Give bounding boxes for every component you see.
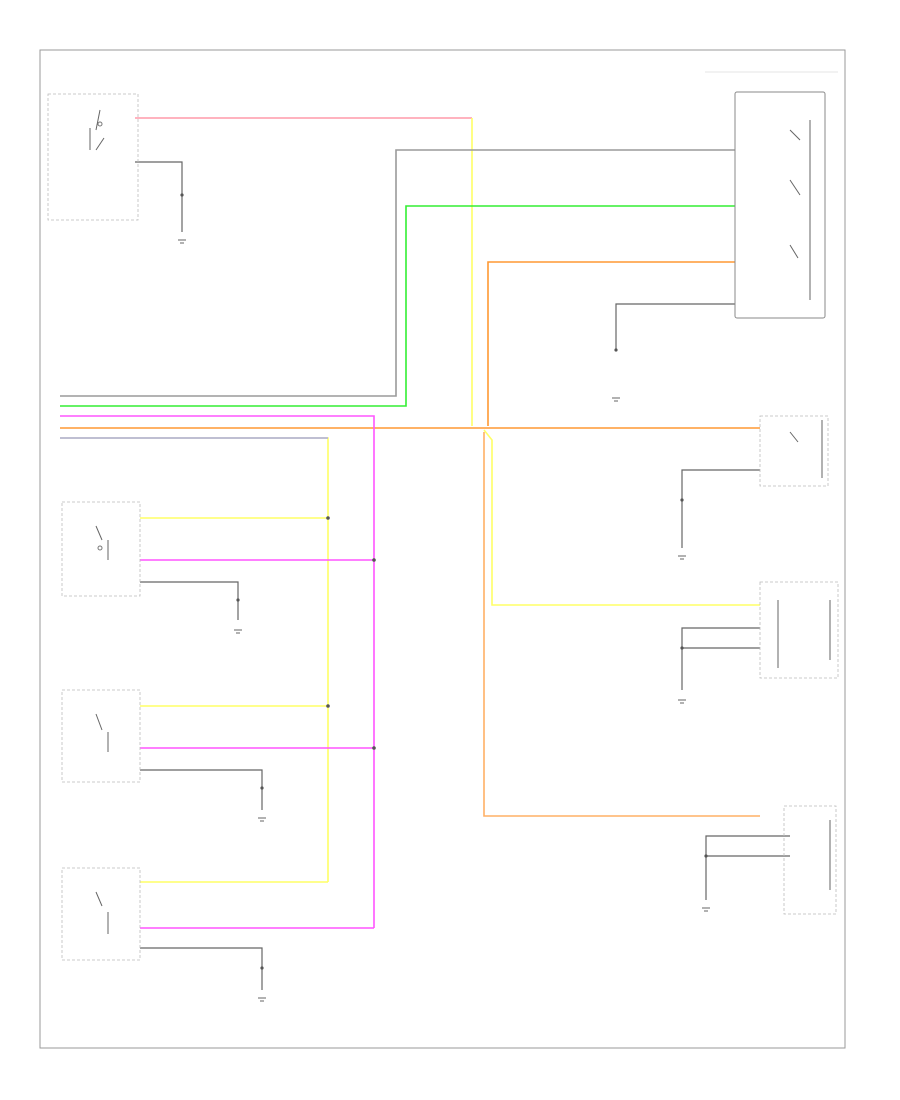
wire-orange-lower <box>483 432 760 817</box>
wire-s3-blk <box>140 947 263 990</box>
splice-dots <box>180 193 708 970</box>
switch-right-3 <box>783 805 837 915</box>
wire-s1-blk <box>140 581 239 620</box>
wire-r1-blk <box>681 469 760 548</box>
switch-right-2 <box>759 581 839 679</box>
wire-yel-blu <box>60 437 329 882</box>
wire-lt-grn <box>60 205 735 407</box>
switch-left-2 <box>61 689 141 783</box>
wire-blk-ground-1 <box>615 303 735 350</box>
ground-symbols <box>178 239 710 1002</box>
diagram-frame <box>39 49 846 1049</box>
wire-r2-blk <box>681 627 760 690</box>
switch-top-left <box>47 93 139 221</box>
wire-r3-blk <box>705 835 790 900</box>
switch-right-top <box>734 91 826 319</box>
switch-left-1 <box>61 501 141 597</box>
wire-yel-lower <box>483 429 760 606</box>
wire-s0-blk <box>135 161 183 232</box>
switch-left-3 <box>61 867 141 961</box>
wire-gry-wht <box>60 149 735 397</box>
switch-right-1 <box>759 415 829 487</box>
wire-s2-blk <box>140 769 263 810</box>
wire-pnk <box>60 415 375 928</box>
wire-yel-red-upper <box>487 261 735 426</box>
